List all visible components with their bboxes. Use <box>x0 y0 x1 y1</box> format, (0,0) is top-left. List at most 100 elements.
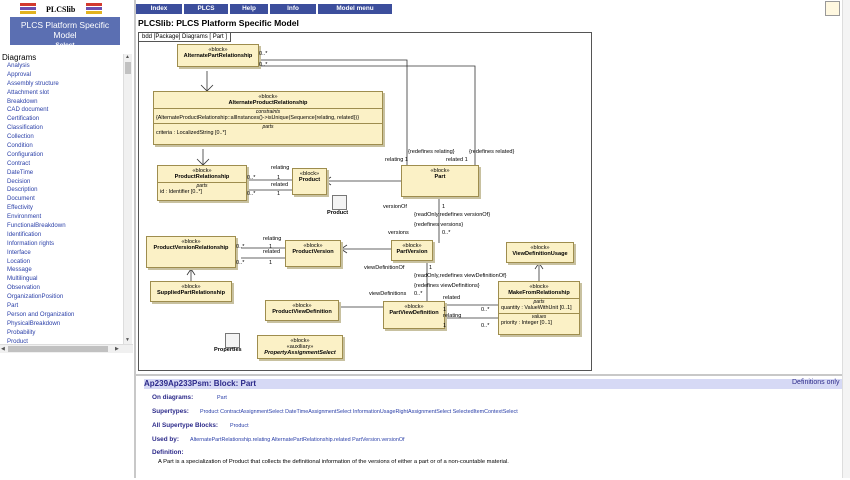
block-part-version[interactable]: «block» PartVersion <box>391 240 433 261</box>
logo-text: PLCSlib <box>46 5 76 14</box>
sidebar-item-description[interactable]: Description <box>7 186 38 194</box>
block-stereotype: «block» <box>208 47 228 53</box>
role-label: {readOnly,redefines viewDefinitionOf} <box>414 273 507 279</box>
sidebar-vertical-scrollbar[interactable]: ▲ ▼ <box>123 54 132 344</box>
sidebar-item-interface[interactable]: Interface <box>7 248 31 256</box>
sidebar-item-condition[interactable]: Condition <box>7 142 33 150</box>
supertypes-links[interactable]: Product ContractAssignmentSelect DateTim… <box>200 409 518 415</box>
block-stereotype: «block» <box>290 338 310 344</box>
block-name: PartViewDefinition <box>389 310 439 316</box>
model-select-link[interactable]: Select <box>55 42 75 49</box>
sidebar-item-organizationposition[interactable]: OrganizationPosition <box>7 293 64 301</box>
all-supertype-label: All Supertype Blocks: <box>152 422 219 429</box>
diagram-connectors <box>186 59 544 348</box>
sidebar-item-datetime[interactable]: DateTime <box>7 168 34 176</box>
connector-related <box>257 65 476 166</box>
block-name: AlternatePartRelationship <box>183 53 253 59</box>
sidebar-item-information-rights[interactable]: Information rights <box>7 239 55 247</box>
diagrams-heading: Diagrams <box>2 53 37 62</box>
nav-help-button[interactable]: Help <box>230 4 268 14</box>
used-by-links[interactable]: AlternatePartRelationship.relating Alter… <box>190 437 405 443</box>
sidebar-item-certification[interactable]: Certification <box>7 115 40 123</box>
sidebar-item-part[interactable]: Part <box>7 302 19 310</box>
sidebar-item-attachment-slot[interactable]: Attachment slot <box>7 88 49 96</box>
block-name: SuppliedPartRelationship <box>156 290 226 296</box>
used-by-label: Used by: <box>152 436 179 443</box>
block-product-view-definition[interactable]: «block» ProductViewDefinition <box>265 300 339 321</box>
block-stereotype: «block» <box>181 239 201 245</box>
scroll-right-icon[interactable]: ▶ <box>115 346 119 352</box>
package-properties-label[interactable]: Properties <box>214 347 242 353</box>
block-name: ViewDefinitionUsage <box>512 251 568 257</box>
scroll-left-icon[interactable]: ◀ <box>1 346 5 352</box>
block-make-from-relationship[interactable]: «block» MakeFromRelationship parts quant… <box>498 281 580 335</box>
role-label: viewDefinitionOf <box>364 265 405 271</box>
sidebar-item-approval[interactable]: Approval <box>7 70 32 78</box>
nav-index-button[interactable]: Index <box>136 4 182 14</box>
scroll-down-icon[interactable]: ▼ <box>125 337 130 343</box>
block-stereotype: «block» <box>292 303 312 309</box>
main-vertical-scrollbar[interactable] <box>842 0 850 478</box>
sidebar-item-collection[interactable]: Collection <box>7 133 34 141</box>
definition-panel: Ap239Ap233Psm: Block: Part Definitions o… <box>136 374 850 480</box>
package-product-label[interactable]: Product <box>327 210 349 216</box>
sidebar-item-probability[interactable]: Probability <box>7 328 36 336</box>
role-label: {redefines viewDefinitions} <box>414 283 480 289</box>
block-stereotype: «block» <box>530 245 550 251</box>
sidebar-item-identification[interactable]: Identification <box>7 230 42 238</box>
sidebar-item-document[interactable]: Document <box>7 195 35 203</box>
sidebar-item-location[interactable]: Location <box>7 257 31 265</box>
sidebar-item-contract[interactable]: Contract <box>7 159 31 167</box>
block-product-relationship[interactable]: «block» ProductRelationship parts id : I… <box>157 165 247 201</box>
role-label: related 1 <box>446 157 468 163</box>
page-title: PLCSlib: PLCS Platform Specific Model <box>138 18 299 28</box>
sidebar-item-decision[interactable]: Decision <box>7 177 31 185</box>
sidebar-item-functionalbreakdown[interactable]: FunctionalBreakdown <box>7 222 66 230</box>
sidebar-item-person-and-organization[interactable]: Person and Organization <box>7 310 75 318</box>
block-part[interactable]: «block» Part <box>401 165 479 197</box>
package-icon[interactable] <box>332 195 347 210</box>
constraints-header: constraints <box>154 108 382 115</box>
block-product[interactable]: «block» Product <box>292 168 327 195</box>
sidebar-item-classification[interactable]: Classification <box>7 124 43 132</box>
block-property-assignment-select[interactable]: «block» «auxiliary» PropertyAssignmentSe… <box>257 335 343 359</box>
sidebar-item-physicalbreakdown[interactable]: PhysicalBreakdown <box>7 319 61 327</box>
sidebar-item-breakdown[interactable]: Breakdown <box>7 97 38 105</box>
scrollbar-thumb[interactable] <box>8 346 108 352</box>
block-supplied-part-relationship[interactable]: «block» SuppliedPartRelationship <box>150 281 232 302</box>
definition-text: A Part is a specialization of Product th… <box>158 459 509 465</box>
scroll-up-icon[interactable]: ▲ <box>125 54 130 60</box>
sidebar-item-multilingual[interactable]: Multilingual <box>7 275 38 283</box>
scrollbar-thumb[interactable] <box>125 62 131 74</box>
role-label: related <box>271 182 289 188</box>
on-diagrams-link[interactable]: Part <box>217 395 227 401</box>
package-icon[interactable] <box>225 333 240 348</box>
sidebar-item-environment[interactable]: Environment <box>7 213 42 221</box>
sidebar-item-observation[interactable]: Observation <box>7 284 40 292</box>
block-product-version[interactable]: «block» ProductVersion <box>285 240 341 267</box>
nav-model-menu-button[interactable]: Model menu <box>318 4 392 14</box>
nav-plcs-button[interactable]: PLCS <box>184 4 228 14</box>
help-icon[interactable] <box>825 1 840 16</box>
block-view-definition-usage[interactable]: «block» ViewDefinitionUsage <box>506 242 574 263</box>
sidebar-item-configuration[interactable]: Configuration <box>7 150 44 158</box>
sidebar-item-analysis[interactable]: Analysis <box>7 62 30 69</box>
block-name: ProductVersion <box>292 249 334 255</box>
definitions-only-link[interactable]: Definitions only <box>792 379 840 386</box>
model-box[interactable]: PLCS Platform Specific Model Select <box>10 17 120 49</box>
sidebar-item-assembly-structure[interactable]: Assembly structure <box>7 79 59 87</box>
sidebar-item-effectivity[interactable]: Effectivity <box>7 204 33 212</box>
multiplicity-label: 0..* <box>259 62 268 68</box>
sidebar-horizontal-scrollbar[interactable]: ◀ ▶ <box>0 344 133 353</box>
block-part-view-definition[interactable]: «block» PartViewDefinition <box>383 301 445 329</box>
nav-info-button[interactable]: Info <box>270 4 316 14</box>
constraint-text: {AlternateProductRelationship::allInstan… <box>156 115 360 121</box>
role-label: relating <box>443 313 462 319</box>
sidebar-item-message[interactable]: Message <box>7 266 32 274</box>
sidebar-item-cad-document[interactable]: CAD document <box>7 106 49 114</box>
sidebar-item-product[interactable]: Product <box>7 337 29 344</box>
block-alternate-product-relationship[interactable]: «block» AlternateProductRelationship con… <box>153 91 383 145</box>
block-alternate-part-relationship[interactable]: «block» AlternatePartRelationship <box>177 44 259 67</box>
all-supertype-link[interactable]: Product <box>230 423 249 429</box>
block-product-version-relationship[interactable]: «block» ProductVersionRelationship <box>146 236 236 268</box>
